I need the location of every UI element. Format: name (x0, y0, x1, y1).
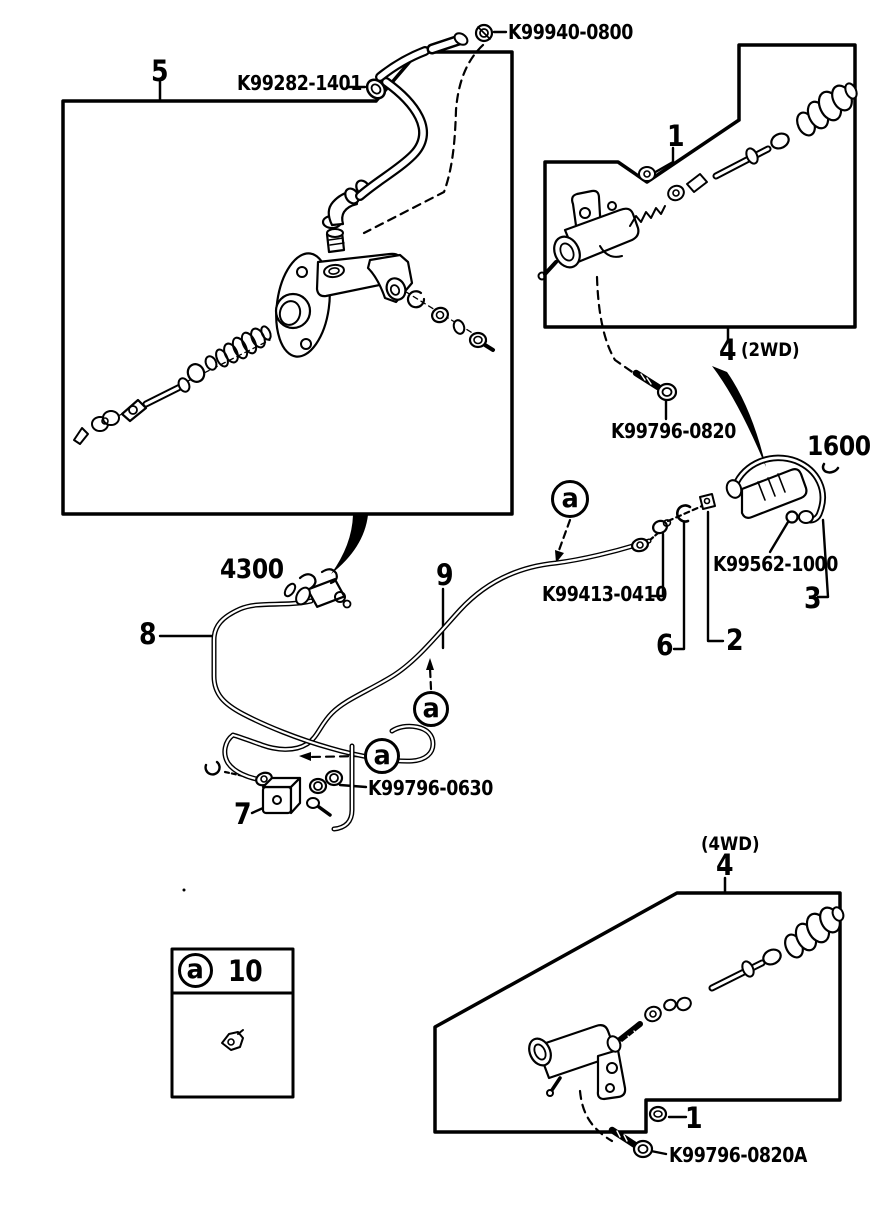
marker-a-1-letter: a (561, 482, 579, 514)
pipe-flare-nut (652, 519, 672, 535)
callout-6[interactable]: 6 (656, 628, 674, 662)
release-cylinder-4wd (528, 906, 845, 1123)
hose-clip-6 (676, 504, 692, 523)
bleeder-bolt-0820a (608, 1126, 654, 1159)
callout-7[interactable]: 7 (234, 797, 252, 831)
clutch-pipe-9 (222, 538, 652, 783)
callout-3[interactable]: 3 (804, 581, 822, 615)
bolts-0630 (306, 769, 344, 817)
pipe-joint-4300 (283, 568, 352, 609)
legend-box (170, 947, 295, 1099)
callout-4300[interactable]: 4300 (220, 554, 284, 585)
legend-clip-part (221, 1029, 244, 1051)
hose-gasket-2 (699, 493, 716, 510)
swoosh-arrows (331, 366, 766, 574)
marker-a-2-letter: a (422, 692, 440, 724)
part-number-k99940-0800[interactable]: K99940-0800 (508, 20, 633, 44)
legend-marker-a: a (178, 953, 213, 988)
damper-block-7 (261, 776, 302, 815)
legend-part-number-10[interactable]: 10 (228, 954, 263, 988)
part-number-k99796-0820a[interactable]: K99796-0820A (669, 1143, 807, 1167)
marker-a-2[interactable]: a (413, 691, 449, 727)
pipe-fitting-upper (631, 537, 649, 553)
bleeder-bolt-0820 (632, 369, 678, 402)
clutch-pipe-8 (211, 598, 436, 832)
callout-4-4wd-suffix: (4WD) (701, 833, 760, 855)
part-number-k99562-1000[interactable]: K99562-1000 (713, 552, 838, 576)
leader-lines (158, 30, 830, 1156)
callout-1600[interactable]: 1600 (807, 431, 871, 462)
callout-1-2wd[interactable]: 1 (667, 119, 685, 153)
release-cylinder-2wd (537, 82, 858, 281)
hose-bolt-0800 (474, 23, 494, 43)
part-number-k99282-1401[interactable]: K99282-1401 (237, 71, 362, 95)
callout-9[interactable]: 9 (436, 558, 454, 592)
callout-4-4wd[interactable]: 4 (716, 848, 734, 882)
part-number-k99796-0630[interactable]: K99796-0630 (368, 776, 493, 800)
release-cylinder-2wd-box-outline (543, 43, 857, 343)
marker-a-3[interactable]: a (364, 738, 400, 774)
clutch-hose-1600 (725, 454, 840, 524)
master-cylinder-assembly (73, 179, 495, 445)
part-number-k99413-0410[interactable]: K99413-0410 (542, 582, 667, 606)
release-cylinder-4wd-box-outline (433, 876, 842, 1134)
master-cylinder-hose (355, 32, 469, 201)
stray-dot (182, 888, 186, 892)
part-number-k99796-0820[interactable]: K99796-0820 (611, 419, 736, 443)
marker-a-1[interactable]: a (551, 480, 589, 518)
callout-2[interactable]: 2 (726, 623, 744, 657)
marker-a-3-letter: a (373, 739, 391, 771)
callout-8[interactable]: 8 (139, 617, 157, 651)
callout-1-4wd[interactable]: 1 (685, 1101, 703, 1135)
callout-4-2wd-suffix: (2WD) (741, 339, 800, 361)
callout-4-2wd[interactable]: 4 (719, 333, 737, 367)
dashed-reference-lines (223, 43, 704, 1143)
callout-5[interactable]: 5 (151, 54, 169, 88)
legend-marker-a-letter: a (186, 954, 205, 985)
